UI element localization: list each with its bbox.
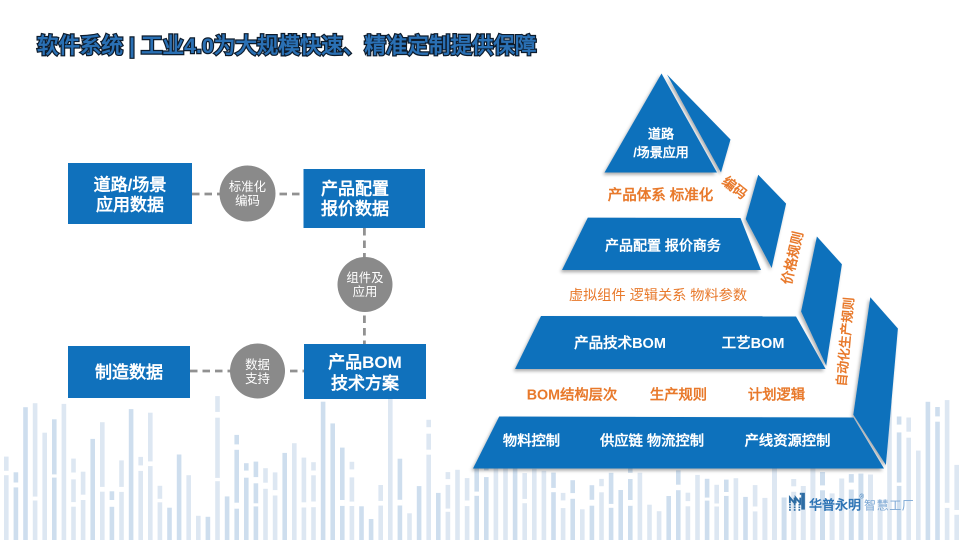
svg-text:技术方案: 技术方案 <box>331 373 400 393</box>
svg-text:组件及: 组件及 <box>346 271 383 285</box>
svg-text:标准化: 标准化 <box>229 180 266 194</box>
svg-text:BOM结构层次: BOM结构层次 <box>527 386 618 404</box>
svg-text:编码: 编码 <box>719 173 750 202</box>
svg-text:供应链 物流控制: 供应链 物流控制 <box>599 432 704 450</box>
svg-text:生产规则: 生产规则 <box>650 386 707 404</box>
svg-text:报价数据: 报价数据 <box>321 198 389 218</box>
svg-text:价格规则: 价格规则 <box>778 230 806 286</box>
svg-text:虚拟组件 逻辑关系 物料参数: 虚拟组件 逻辑关系 物料参数 <box>569 287 747 304</box>
svg-text:应用数据: 应用数据 <box>96 195 164 215</box>
svg-text:华普永明: 华普永明 <box>809 498 861 513</box>
svg-text:/场景应用: /场景应用 <box>633 145 689 160</box>
svg-text:产品配置: 产品配置 <box>321 179 389 199</box>
svg-text:数据: 数据 <box>245 357 270 372</box>
svg-text:产品BOM: 产品BOM <box>328 352 402 372</box>
svg-text:制造数据: 制造数据 <box>95 362 163 382</box>
svg-text:产线资源控制: 产线资源控制 <box>745 432 831 450</box>
svg-text:®: ® <box>860 494 865 501</box>
svg-text:物料控制: 物料控制 <box>503 432 560 450</box>
svg-text:编码: 编码 <box>235 193 260 208</box>
svg-text:工艺BOM: 工艺BOM <box>722 335 785 352</box>
svg-text:产品配置 报价商务: 产品配置 报价商务 <box>605 238 722 254</box>
svg-text:产品体系 标准化: 产品体系 标准化 <box>608 186 714 204</box>
svg-text:软件系统 | 工业4.0为大规模快速、精准定制提供保障: 软件系统 | 工业4.0为大规模快速、精准定制提供保障 <box>37 33 536 58</box>
svg-text:道路: 道路 <box>648 127 675 142</box>
svg-text:道路/场景: 道路/场景 <box>94 175 167 195</box>
svg-text:应用: 应用 <box>353 284 378 299</box>
svg-text:自动化生产规则: 自动化生产规则 <box>834 297 857 388</box>
svg-text:计划逻辑: 计划逻辑 <box>748 386 806 404</box>
svg-text:智慧工厂: 智慧工厂 <box>864 498 914 513</box>
svg-text:支持: 支持 <box>245 371 270 386</box>
svg-text:产品技术BOM: 产品技术BOM <box>574 334 666 352</box>
